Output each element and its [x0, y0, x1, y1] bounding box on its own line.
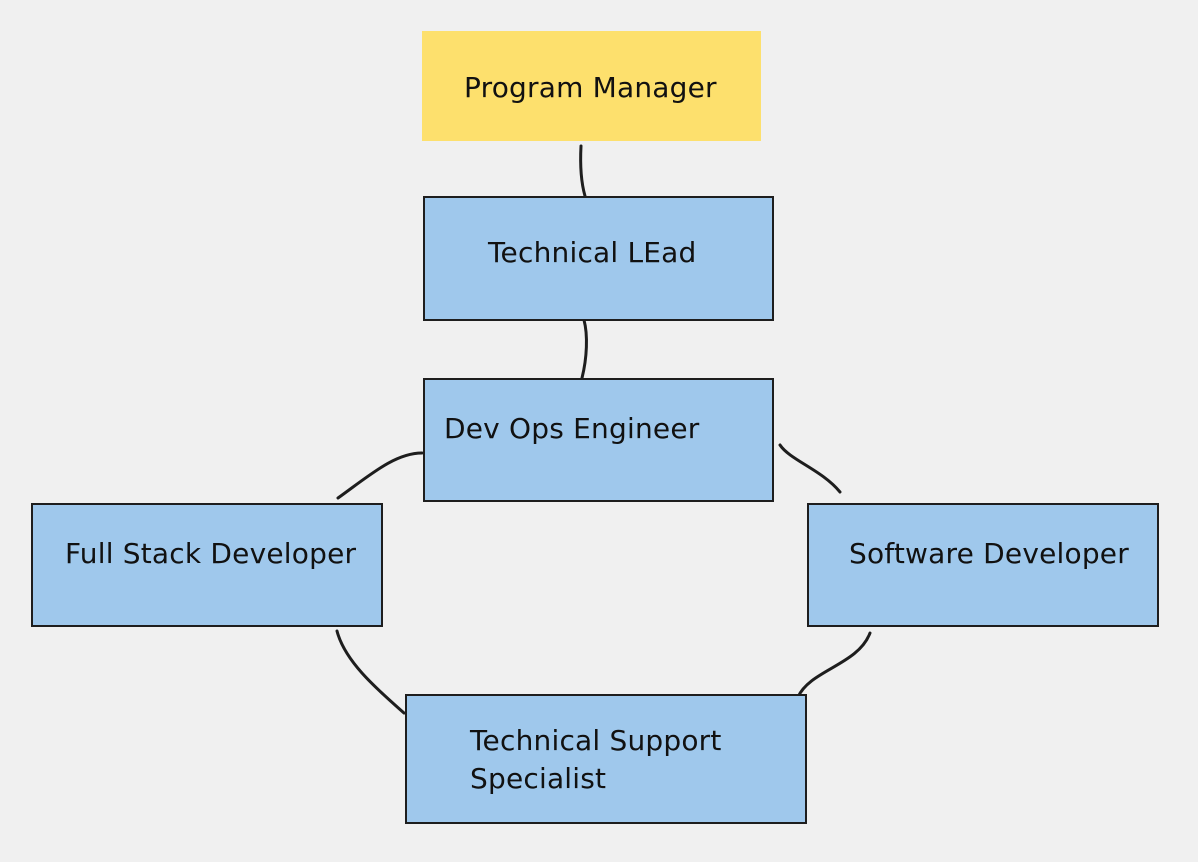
node-technical-lead[interactable]: Technical LEad — [423, 196, 774, 321]
node-full-stack-developer[interactable]: Full Stack Developer — [31, 503, 383, 627]
node-label: Dev Ops Engineer — [444, 412, 700, 445]
node-program-manager[interactable]: Program Manager — [422, 31, 761, 141]
node-label: Software Developer — [849, 537, 1129, 570]
edge-dev-fs — [336, 451, 424, 500]
node-technical-support-specialist[interactable]: Technical Support Specialist — [405, 694, 807, 824]
node-software-developer[interactable]: Software Developer — [807, 503, 1159, 627]
edge-fs-ts — [335, 629, 406, 715]
node-dev-ops-engineer[interactable]: Dev Ops Engineer — [423, 378, 774, 502]
edge-sw-ts — [796, 631, 872, 699]
edge-pm-tl — [579, 144, 587, 198]
node-label: Program Manager — [464, 71, 717, 104]
node-label: Technical Support Specialist — [470, 724, 722, 795]
node-label: Full Stack Developer — [65, 537, 357, 570]
edge-tl-dev — [580, 318, 588, 380]
node-label: Technical LEad — [488, 236, 697, 269]
edge-dev-sw — [778, 443, 842, 494]
